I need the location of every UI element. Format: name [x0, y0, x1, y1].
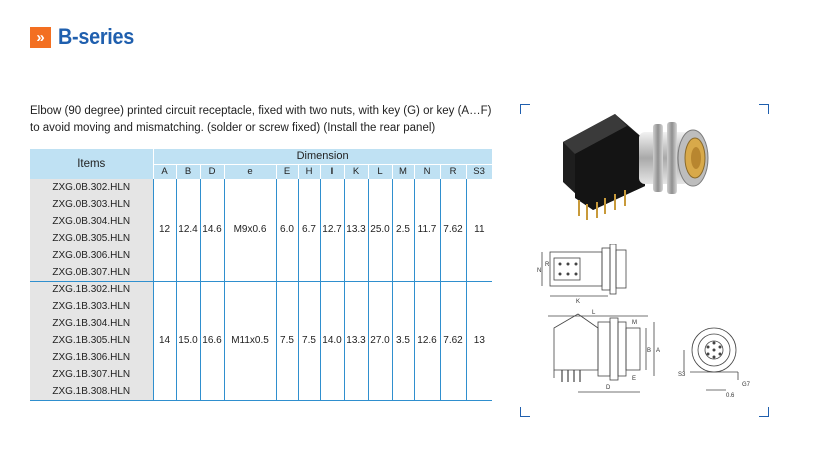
column-header: I [320, 164, 345, 179]
side-view-drawing: L M E A B D [548, 310, 660, 393]
dimension-header: Dimension [153, 149, 493, 165]
dimension-value: 7.5 [298, 281, 321, 401]
dimension-value: 14.6 [200, 179, 225, 282]
label-g7: G7 [742, 382, 751, 388]
column-header: A [153, 164, 177, 179]
dimension-value: 7.62 [440, 179, 467, 282]
item-cell: ZXG.0B.307.HLN [30, 264, 154, 282]
product-description: Elbow (90 degree) printed circuit recept… [30, 103, 500, 137]
table-row: ZXG.1B.307.HLN [30, 366, 492, 383]
description-line-1: Elbow (90 degree) printed circuit recept… [30, 105, 492, 117]
table-row: ZXG.1B.303.HLN [30, 298, 492, 315]
column-header: K [344, 164, 369, 179]
dimension-value: 15.0 [176, 281, 201, 401]
item-cell: ZXG.1B.308.HLN [30, 383, 154, 401]
label-0-6: 0.6 [726, 393, 735, 399]
label-d: D [606, 385, 611, 391]
description-line-2: to avoid moving and mismatching. (solder… [30, 122, 436, 134]
double-chevron-icon: » [30, 26, 51, 48]
label-s3: S3 [678, 372, 686, 378]
dimension-value: 25.0 [368, 179, 393, 282]
label-k: K [576, 299, 580, 304]
item-cell: ZXG.0B.303.HLN [30, 196, 154, 213]
item-cell: ZXG.1B.306.HLN [30, 349, 154, 366]
table-row: ZXG.0B.307.HLN [30, 264, 492, 282]
dimension-value: 12 [153, 179, 177, 282]
dimension-value: 7.62 [440, 281, 467, 401]
dimension-value: 12.6 [414, 281, 441, 401]
column-header: e [224, 164, 277, 179]
item-cell: ZXG.1B.304.HLN [30, 315, 154, 332]
frame-corner-top-right [759, 104, 769, 114]
dimension-value: 11 [466, 179, 493, 282]
column-header: N [414, 164, 441, 179]
dimension-value: M11x0.5 [224, 281, 277, 401]
dimension-value: 11.7 [414, 179, 441, 282]
dimension-value: 12.7 [320, 179, 345, 282]
dimension-value: 3.5 [392, 281, 415, 401]
dimension-value: 12.4 [176, 179, 201, 282]
item-cell: ZXG.1B.305.HLN [30, 332, 154, 349]
label-m: M [632, 320, 637, 326]
table-row: ZXG.1B.306.HLN [30, 349, 492, 366]
front-view-drawing: S3 G7 0.6 [678, 327, 751, 399]
item-cell: ZXG.1B.307.HLN [30, 366, 154, 383]
item-cell: ZXG.0B.305.HLN [30, 230, 154, 247]
dimension-value: 14.0 [320, 281, 345, 401]
section-title: B-series [58, 24, 134, 49]
dimension-value: 13.3 [344, 179, 369, 282]
table-row: ZXG.0B.306.HLN [30, 247, 492, 264]
dimension-value: 27.0 [368, 281, 393, 401]
table-row: ZXG.0B.303.HLN [30, 196, 492, 213]
top-view-drawing: N R K [537, 244, 627, 304]
label-b: B [647, 348, 651, 354]
item-cell: ZXG.0B.302.HLN [30, 179, 154, 196]
label-r: R [545, 262, 550, 268]
column-header: S3 [466, 164, 493, 179]
item-cell: ZXG.1B.302.HLN [30, 281, 154, 298]
column-header: R [440, 164, 467, 179]
table-row: ZXG.1B.304.HLN [30, 315, 492, 332]
dimension-value: 7.5 [276, 281, 299, 401]
column-header: M [392, 164, 415, 179]
table-row: ZXG.1B.308.HLN [30, 383, 492, 401]
item-cell: ZXG.0B.306.HLN [30, 247, 154, 264]
frame-corner-bottom-left [520, 407, 530, 417]
dimension-value: 14 [153, 281, 177, 401]
item-cell: ZXG.1B.303.HLN [30, 298, 154, 315]
column-header: L [368, 164, 393, 179]
column-header: D [200, 164, 225, 179]
label-n: N [537, 268, 541, 274]
item-cell: ZXG.0B.304.HLN [30, 213, 154, 230]
table-row: ZXG.1B.305.HLN [30, 332, 492, 349]
dimension-value: 2.5 [392, 179, 415, 282]
dimension-value: 13.3 [344, 281, 369, 401]
items-header: Items [30, 149, 154, 179]
column-header: E [276, 164, 299, 179]
frame-corner-top-left [520, 104, 530, 114]
label-l: L [592, 310, 596, 316]
dimension-value: 6.0 [276, 179, 299, 282]
dimension-value: M9x0.6 [224, 179, 277, 282]
dimension-value: 16.6 [200, 281, 225, 401]
section-header: » B-series [30, 24, 142, 49]
frame-corner-bottom-right [759, 407, 769, 417]
connector-photo [563, 114, 709, 220]
label-e: E [632, 376, 636, 382]
dimension-value: 13 [466, 281, 493, 401]
column-header: B [176, 164, 201, 179]
table-row: ZXG.0B.305.HLN [30, 230, 492, 247]
label-a: A [656, 348, 660, 354]
dimension-value: 6.7 [298, 179, 321, 282]
column-header: H [298, 164, 321, 179]
table-row: ZXG.0B.304.HLN [30, 213, 492, 230]
